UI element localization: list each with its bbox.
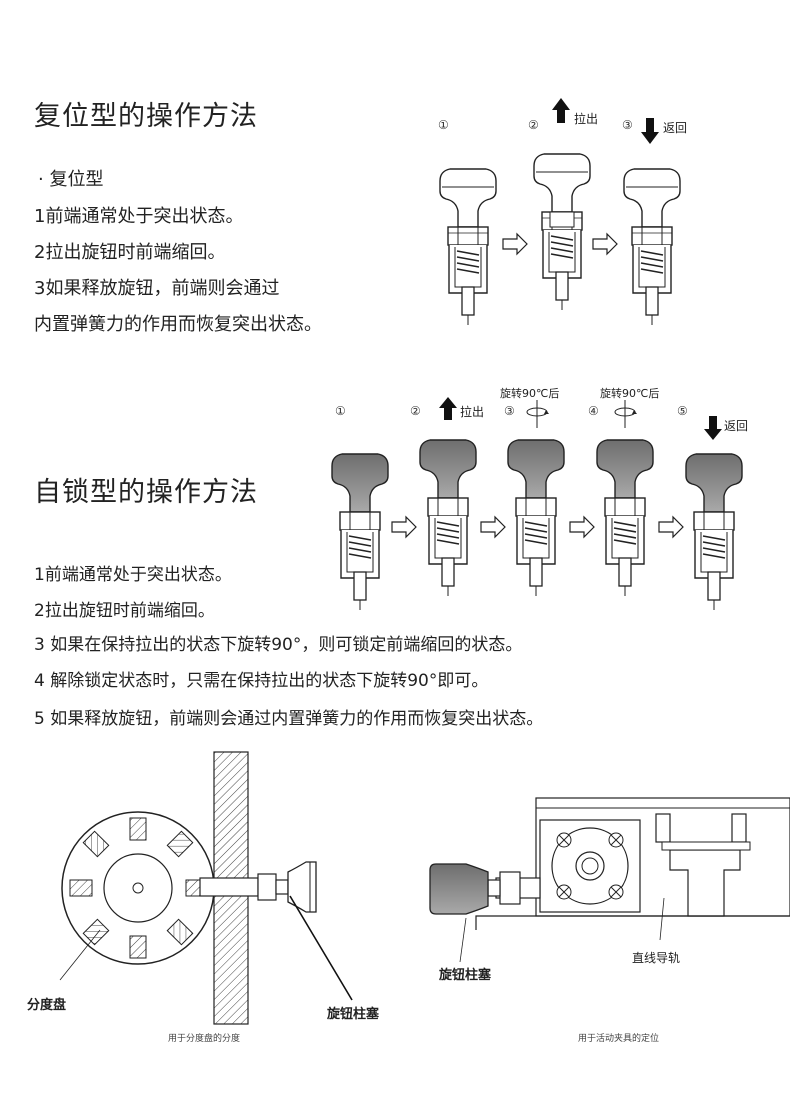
- reset-line-2: 2拉出旋钮时前端缩回。: [34, 242, 226, 263]
- reset-plunger-2: [533, 153, 591, 311]
- lock-line-2: 2拉出旋钮时前端缩回。: [34, 601, 215, 621]
- right-plunger-label: 旋钮柱塞: [439, 968, 492, 983]
- lock-rotate-label-4: 旋转90℃后: [600, 387, 660, 400]
- fixture-drawing: [429, 797, 790, 963]
- pull-up-arrow-icon: [552, 98, 570, 123]
- left-caption: 用于分度盘的分度: [168, 1034, 241, 1044]
- reset-return-label: 返回: [663, 121, 688, 135]
- reset-plunger-1: [439, 168, 497, 326]
- reset-plunger-3: [623, 168, 681, 326]
- reset-section-title: 复位型的操作方法: [34, 101, 258, 132]
- reset-step-1: ①: [438, 118, 449, 132]
- left-plunger-label: 旋钮柱塞: [327, 1007, 380, 1022]
- rotate-arrow-icon-3: [526, 400, 549, 428]
- lock-plunger-3: [507, 439, 565, 597]
- indexing-disc-label: 分度盘: [27, 998, 67, 1013]
- reset-pull-label: 拉出: [574, 112, 599, 126]
- lock-line-5: 5 如果释放旋钮，前端则会通过内置弹簧力的作用而恢复突出状态。: [34, 709, 544, 729]
- lock-return-down-arrow-icon: [704, 416, 722, 440]
- lock-step-1: ①: [335, 404, 346, 418]
- lock-plunger-4: [596, 439, 654, 597]
- reset-step-2: ②: [528, 118, 539, 132]
- reset-line-1: 1前端通常处于突出状态。: [34, 206, 244, 227]
- right-caption: 用于活动夹具的定位: [578, 1034, 660, 1044]
- lock-return-label: 返回: [724, 419, 749, 433]
- lock-step-5: ⑤: [677, 404, 688, 418]
- rotate-arrow-icon-4: [614, 400, 637, 428]
- lock-section-title: 自锁型的操作方法: [34, 477, 258, 508]
- lock-plunger-5: [685, 453, 743, 611]
- lock-pull-up-arrow-icon: [439, 397, 457, 420]
- lock-pull-label: 拉出: [460, 405, 485, 419]
- linear-rail-label: 直线导轨: [632, 951, 681, 965]
- reset-step-3: ③: [622, 118, 633, 132]
- lock-step-4: ④: [588, 404, 599, 418]
- lock-plunger-2: [419, 439, 477, 597]
- lock-plunger-1: [331, 453, 389, 611]
- lock-step-2: ②: [410, 404, 421, 418]
- lock-line-4: 4 解除锁定状态时，只需在保持拉出的状态下旋转90°即可。: [34, 671, 489, 691]
- lock-line-3: 3 如果在保持拉出的状态下旋转90°，则可锁定前端缩回的状态。: [34, 635, 523, 655]
- return-down-arrow-icon: [641, 118, 659, 144]
- reset-line-4: 内置弹簧力的作用而恢复突出状态。: [34, 314, 322, 335]
- lock-rotate-label-3: 旋转90℃后: [500, 387, 560, 400]
- lock-line-1: 1前端通常处于突出状态。: [34, 565, 232, 585]
- lock-step-3: ③: [504, 404, 515, 418]
- reset-line-3: 3如果释放旋钮，前端则会通过: [34, 278, 280, 299]
- reset-subtitle: · 复位型: [38, 169, 104, 190]
- indexing-disc-drawing: [59, 751, 353, 1025]
